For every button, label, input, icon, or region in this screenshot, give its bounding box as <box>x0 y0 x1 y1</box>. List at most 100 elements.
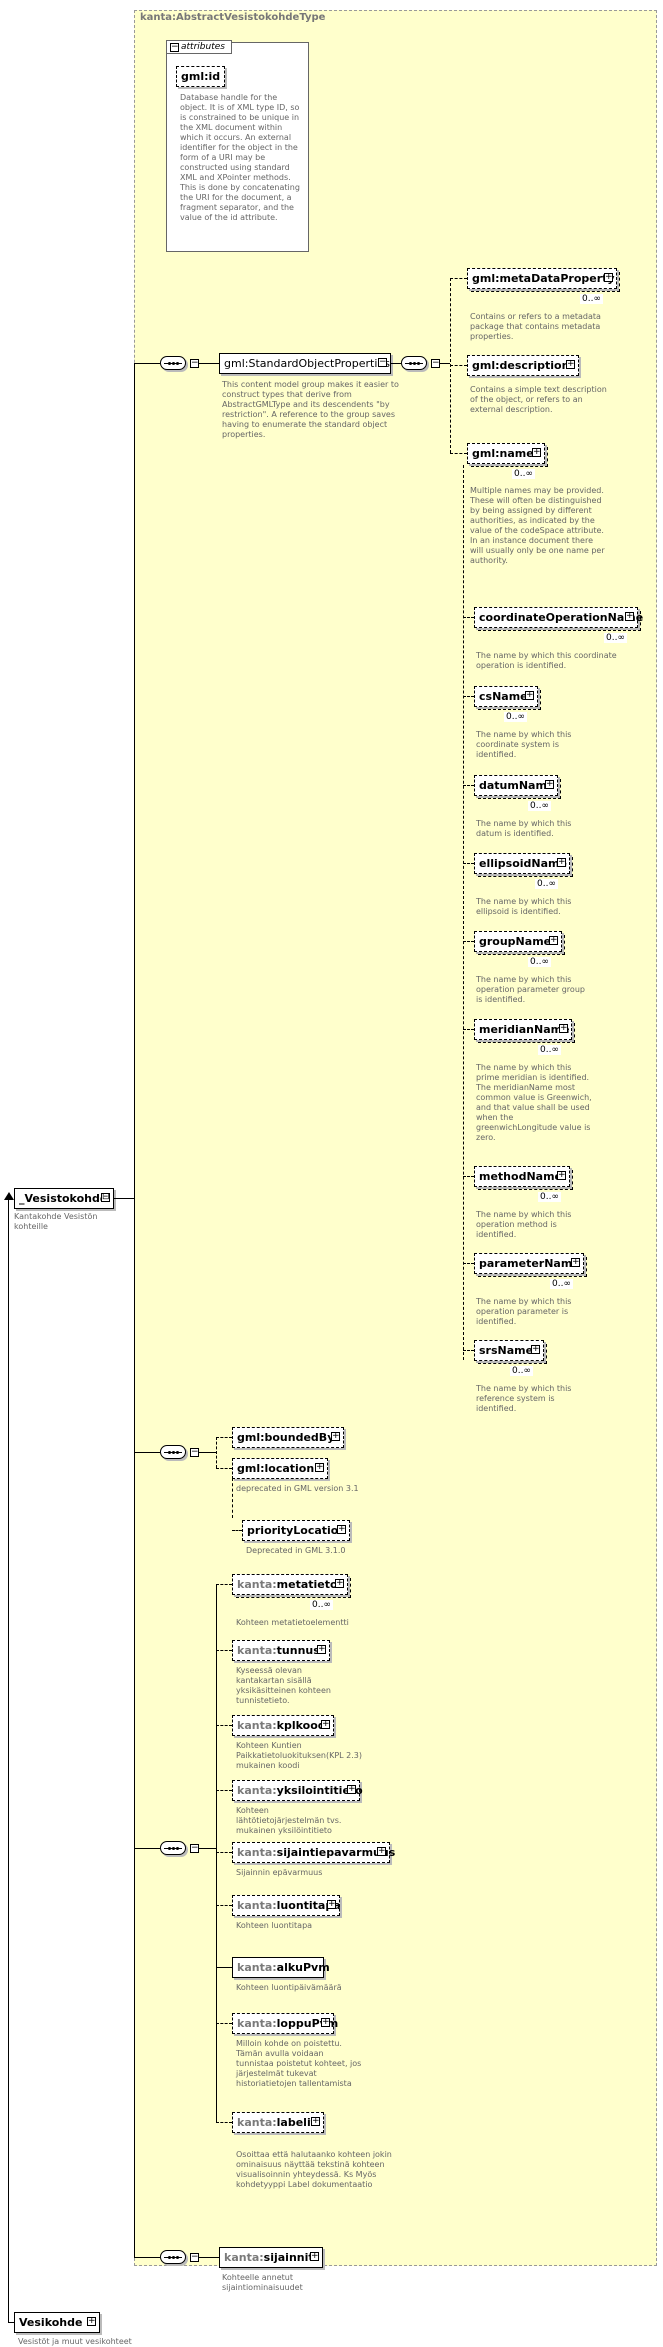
sequence-icon <box>401 356 427 370</box>
name-substitute[interactable]: groupName+ <box>474 931 565 955</box>
branch-line <box>391 363 401 364</box>
derivation-line <box>8 1198 9 2322</box>
gml-item[interactable]: gml:metaDataProperty+ <box>467 268 620 292</box>
kanta-item-label: tunnus <box>276 1644 320 1657</box>
name-substitute[interactable]: datumName+ <box>474 775 561 799</box>
expand-icon[interactable]: + <box>532 447 541 457</box>
expand-icon[interactable]: + <box>531 1344 540 1354</box>
kanta-item[interactable]: kanta:kplkoodi+ <box>232 1715 334 1736</box>
kanta-item[interactable]: kanta:luontitapa+ <box>232 1895 341 1916</box>
sequence-icon <box>160 1445 186 1459</box>
gml-item-doc: Multiple names may be provided. These wi… <box>470 486 605 565</box>
expand-icon[interactable]: + <box>571 1257 580 1267</box>
expand-icon[interactable]: + <box>566 359 575 369</box>
kanta-item[interactable]: kanta:labelit+ <box>232 2112 324 2133</box>
collapse-icon[interactable]: − <box>170 42 179 52</box>
name-substitute[interactable]: methodName+ <box>474 1166 573 1190</box>
gml-id-attribute[interactable]: gml:id <box>176 66 226 87</box>
kanta-item-label: metatieto <box>276 1578 338 1591</box>
kanta-item[interactable]: kanta:loppuPvm+ <box>232 2013 338 2034</box>
sequence-icon <box>160 1841 186 1855</box>
collapse-icon[interactable]: − <box>431 358 440 368</box>
expand-icon[interactable]: + <box>311 2116 320 2126</box>
name-substitute[interactable]: ellipsoidName+ <box>474 853 573 877</box>
namespace-prefix: kanta: <box>237 1899 277 1912</box>
expand-icon[interactable]: + <box>557 857 566 867</box>
expand-icon[interactable]: + <box>327 1899 336 1909</box>
name-substitute[interactable]: srsName+ <box>474 1340 547 1364</box>
gml-item[interactable]: gml:description+ <box>467 355 579 376</box>
name-substitute-doc: The name by which this operation paramet… <box>476 975 585 1004</box>
name-substitute-label: groupName <box>479 935 552 948</box>
collapse-icon[interactable]: − <box>378 357 387 367</box>
kanta-item-label: sijaintiepavarmuus <box>276 1846 396 1859</box>
collapse-icon[interactable]: − <box>190 358 199 368</box>
namespace-prefix: kanta: <box>237 2017 277 2030</box>
expand-icon[interactable]: + <box>317 1644 326 1654</box>
kanta-sijainnit[interactable]: kanta:sijainnit+ <box>219 2247 323 2268</box>
name-substitute-doc: The name by which this datum is identifi… <box>476 819 572 838</box>
expand-icon[interactable]: + <box>557 1170 566 1180</box>
attributes-tab[interactable]: − attributes <box>166 40 232 54</box>
branch-line <box>216 1790 232 1791</box>
group-label: gml:StandardObjectProperties <box>224 357 390 370</box>
branch-line <box>134 363 160 364</box>
kanta-item-doc: Milloin kohde on poistettu. Tämän avulla… <box>236 2039 362 2088</box>
collapse-icon[interactable]: − <box>190 2252 199 2262</box>
name-substitute-doc: The name by which this coordinate operat… <box>476 651 617 670</box>
branch-line <box>440 363 450 364</box>
vesikohde-element[interactable]: Vesikohde + <box>14 2312 100 2333</box>
name-substitute[interactable]: meridianName+ <box>474 1019 575 1043</box>
expand-icon[interactable]: + <box>347 1784 356 1794</box>
expand-icon[interactable]: + <box>377 1846 386 1856</box>
expand-icon[interactable]: + <box>549 935 558 945</box>
derivation-arrow-icon <box>4 1192 14 1200</box>
cardinality: 0..∞ <box>512 469 535 479</box>
expand-icon[interactable]: + <box>545 779 554 789</box>
kanta-item[interactable]: kanta:tunnus+ <box>232 1640 330 1661</box>
kanta-item-doc: Kohteen lähtötietojärjestelmän tvs. muka… <box>236 1806 342 1835</box>
name-substitute[interactable]: parameterName+ <box>474 1253 587 1277</box>
kanta-item[interactable]: kanta:metatieto+ <box>232 1574 351 1598</box>
branch-line <box>463 696 474 697</box>
name-substitute[interactable]: csName+ <box>474 686 541 710</box>
cardinality: 0..∞ <box>510 1366 533 1376</box>
expand-icon[interactable]: + <box>625 611 634 621</box>
kanta-item[interactable]: kanta:yksilointitieto+ <box>232 1780 363 1801</box>
expand-icon[interactable]: + <box>559 1023 568 1033</box>
kanta-item[interactable]: kanta:sijaintiepavarmuus+ <box>232 1842 395 1863</box>
gml-bounded-by[interactable]: gml:boundedBy+ <box>232 1427 344 1448</box>
expand-icon[interactable]: + <box>331 1431 340 1441</box>
branch-line <box>216 1584 232 1585</box>
expand-icon[interactable]: + <box>87 2316 96 2326</box>
root-element-label: _Vesistokohde <box>19 1192 108 1205</box>
cardinality: 0..∞ <box>504 712 527 722</box>
expand-icon[interactable]: + <box>321 1719 330 1729</box>
kanta-item[interactable]: kanta:alkuPvm <box>232 1957 330 1978</box>
branch-line <box>216 1852 232 1853</box>
expand-icon[interactable]: + <box>335 1578 344 1588</box>
attributes-label: attributes <box>181 42 225 52</box>
collapse-icon[interactable]: − <box>190 1447 199 1457</box>
branch-line <box>199 1452 216 1453</box>
expand-icon[interactable]: + <box>310 2251 319 2261</box>
expand-icon[interactable]: + <box>315 1462 324 1472</box>
branch-line <box>450 453 467 454</box>
expand-icon[interactable]: + <box>337 1524 346 1534</box>
gml-location[interactable]: gml:location+ <box>232 1458 328 1479</box>
kanta-item-label: labelit <box>276 2116 316 2129</box>
group-standard-object-properties[interactable]: gml:StandardObjectProperties − <box>219 353 391 374</box>
collapse-icon[interactable]: − <box>190 1843 199 1853</box>
root-element[interactable]: _Vesistokohde ⊟ <box>14 1188 114 1209</box>
expand-icon[interactable]: ⊟ <box>101 1192 110 1202</box>
gml-item[interactable]: gml:name+ <box>467 443 548 467</box>
gml-item-doc: Contains a simple text description of th… <box>470 385 607 414</box>
expand-icon[interactable]: + <box>604 272 613 282</box>
cardinality: 0..∞ <box>538 1192 561 1202</box>
priority-location[interactable]: priorityLocation+ <box>242 1520 350 1541</box>
expand-icon[interactable]: + <box>321 2017 330 2027</box>
expand-icon[interactable]: + <box>525 690 534 700</box>
kanta-item-label: kplkoodi <box>276 1719 330 1732</box>
name-substitute[interactable]: coordinateOperationName+ <box>474 607 643 631</box>
kanta-item-doc: Kyseessä olevan kantakartan sisällä yksi… <box>236 1666 331 1705</box>
